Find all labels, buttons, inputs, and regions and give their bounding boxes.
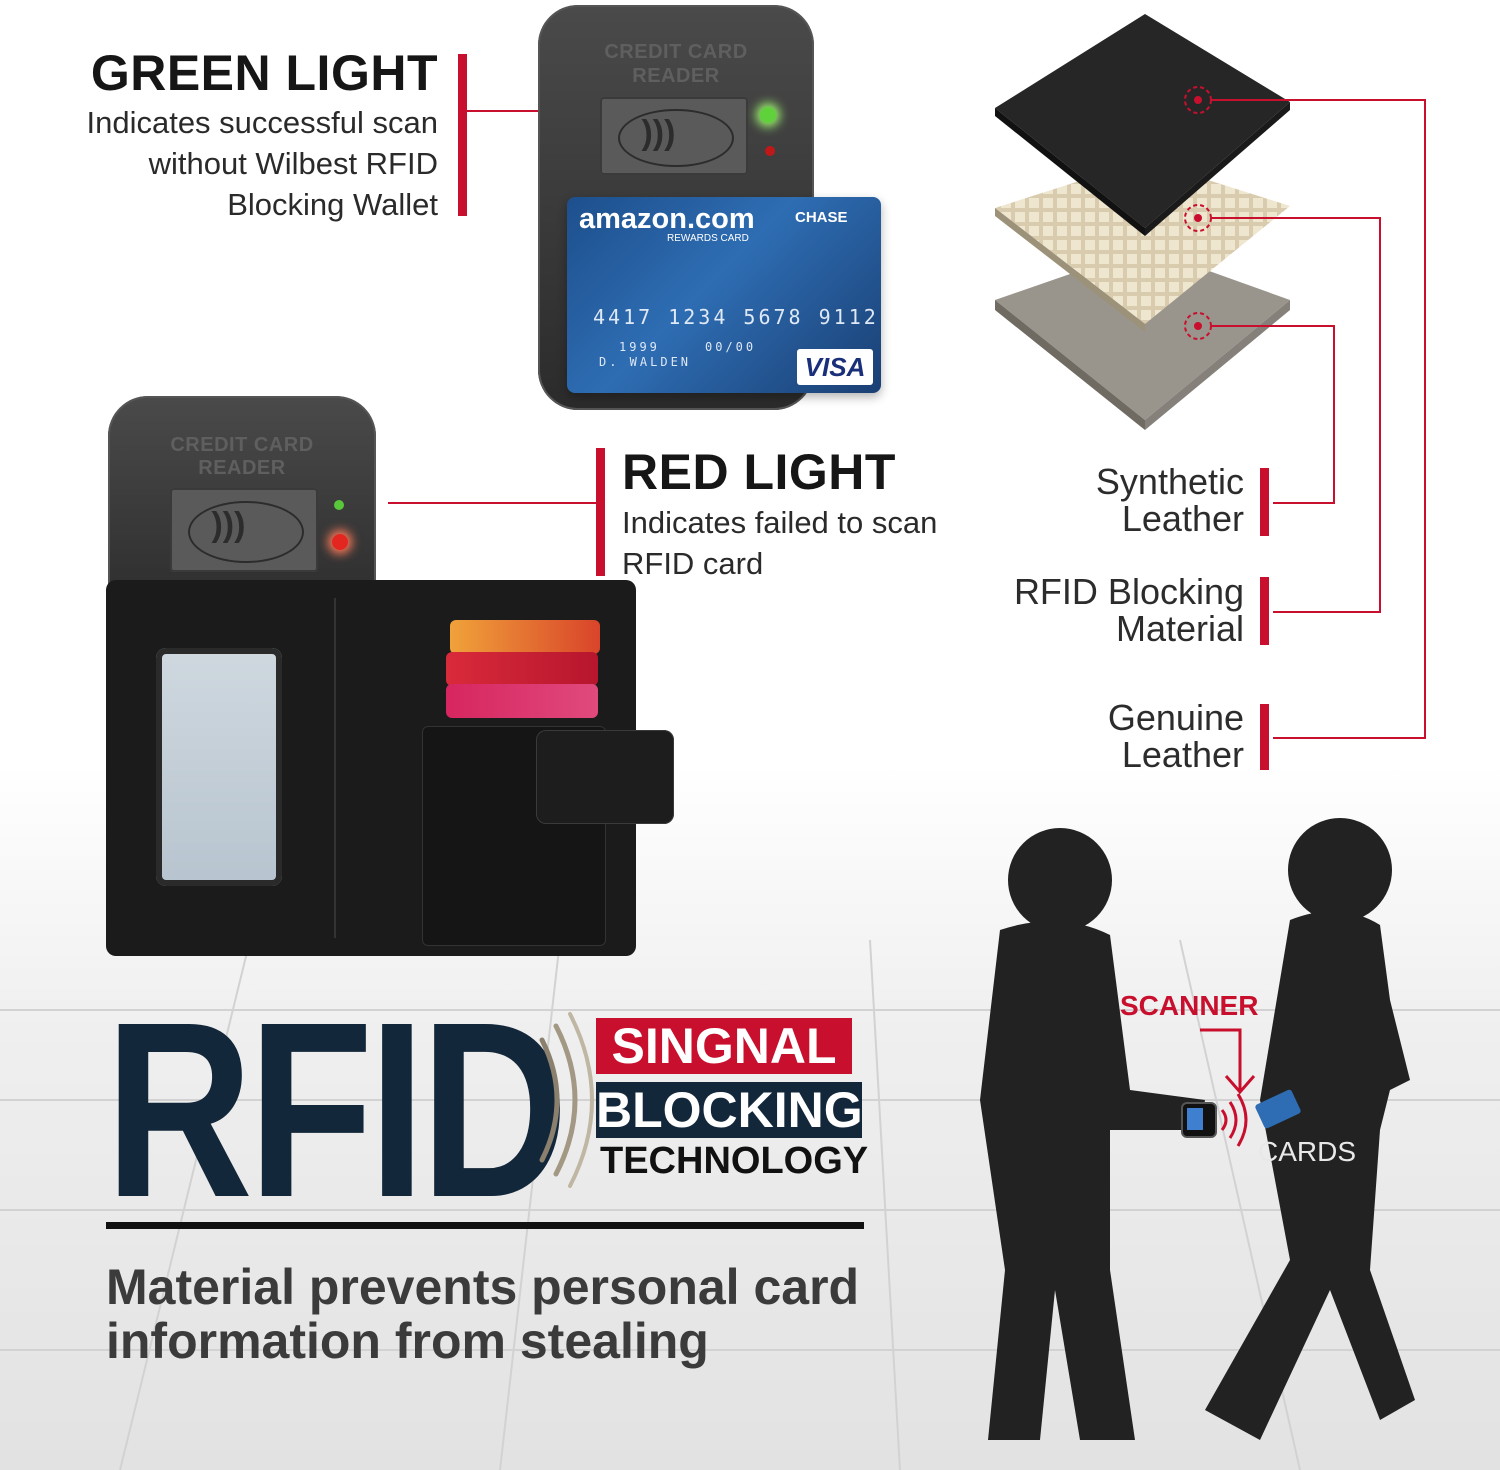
green-led-icon xyxy=(760,107,776,123)
green-light-heading: GREEN LIGHT xyxy=(90,45,438,101)
wallet-card-slot-1 xyxy=(450,620,600,654)
reader-top-label-1: CREDIT CARD xyxy=(604,41,748,63)
layer-label-genuine-leather: Genuine Leather xyxy=(944,699,1244,773)
green-light-description: Indicates successful scan without Wilbes… xyxy=(40,102,438,225)
reader-bottom-label-2: READER xyxy=(198,457,286,479)
card-holder: D. WALDEN xyxy=(599,355,692,369)
green-light-line-1: Indicates successful scan xyxy=(86,105,438,140)
card-member-since: 1999 xyxy=(619,340,660,354)
layer-bar-synthetic xyxy=(1260,468,1269,536)
card-brand: amazon.com xyxy=(579,203,755,235)
red-light-line-1: Indicates failed to scan xyxy=(622,505,938,540)
red-light-callout-line xyxy=(388,502,596,504)
reader-bottom-contactless-pad: ))) xyxy=(170,488,318,572)
victim-silhouette xyxy=(1205,818,1415,1440)
contactless-icon: ))) xyxy=(641,114,676,153)
layer-bar-rfid xyxy=(1260,577,1269,645)
cards-label: CARDS xyxy=(1258,1136,1357,1167)
layer-label-line: Genuine xyxy=(1107,697,1244,738)
reader-top-label-2: READER xyxy=(632,65,720,87)
blocking-tag: BLOCKING xyxy=(596,1082,863,1138)
wallet-snap-tab xyxy=(536,730,674,824)
red-led-icon xyxy=(332,534,348,550)
synthetic-leather-layer xyxy=(995,14,1290,236)
reader-bottom-label-1: CREDIT CARD xyxy=(170,434,314,456)
green-light-red-bar xyxy=(458,54,467,216)
red-light-description: Indicates failed to scan RFID card xyxy=(622,502,982,584)
layer-bar-genuine xyxy=(1260,704,1269,770)
signal-waves-icon xyxy=(539,1012,594,1188)
tagline: Material prevents personal card informat… xyxy=(106,1260,886,1368)
victim-card-icon xyxy=(1255,1089,1301,1129)
green-led-off-icon xyxy=(334,500,344,510)
green-light-line-2: without Wilbest RFID xyxy=(148,146,438,181)
layer-label-line: Leather xyxy=(1121,498,1244,539)
layer-label-line: Leather xyxy=(1121,734,1244,775)
layer-label-line: Material xyxy=(1115,608,1244,649)
pad-oval xyxy=(187,500,305,564)
scanner-signal-icon xyxy=(1220,1093,1248,1147)
visa-logo: VISA xyxy=(797,349,873,385)
card-good-thru: 00/00 xyxy=(705,340,757,354)
pad-oval xyxy=(617,108,735,168)
headline-divider xyxy=(106,1222,864,1229)
genuine-leather-layer xyxy=(995,248,1290,430)
layer-label-synthetic-leather: Synthetic Leather xyxy=(944,463,1244,537)
wallet-id-window xyxy=(156,648,282,886)
green-light-line-3: Blocking Wallet xyxy=(227,187,438,222)
rfid-headline: RFID xyxy=(105,970,569,1249)
tagline-line-2: information from stealing xyxy=(106,1313,709,1369)
card-issuer: CHASE xyxy=(795,209,848,226)
wallet-divider xyxy=(334,598,336,938)
reader-top-contactless-pad: ))) xyxy=(600,97,748,175)
card-subtitle: REWARDS CARD xyxy=(667,233,749,244)
wallet-card-slot-2 xyxy=(446,652,598,686)
credit-card-image: amazon.com REWARDS CARD CHASE 4417 1234 … xyxy=(567,197,881,393)
thief-silhouette xyxy=(980,828,1205,1440)
material-layers-diagram xyxy=(995,14,1426,739)
tagline-line-1: Material prevents personal card xyxy=(106,1259,860,1315)
scanner-device-icon xyxy=(1181,1102,1217,1138)
wallet-card-slot-3 xyxy=(446,684,598,718)
layer-label-line: RFID Blocking xyxy=(1013,571,1244,612)
rfid-blocking-material-layer xyxy=(995,160,1290,332)
red-light-line-2: RFID card xyxy=(622,546,764,581)
scanner-label: SCANNER xyxy=(1120,990,1259,1021)
red-led-off-icon xyxy=(765,146,775,156)
scanner-thief-silhouettes xyxy=(980,818,1415,1440)
contactless-icon: ))) xyxy=(211,506,246,545)
scanner-arrow-icon xyxy=(1200,1028,1256,1095)
card-number: 4417 1234 5678 9112 xyxy=(593,305,879,329)
red-light-red-bar xyxy=(596,448,605,576)
rfid-blocking-wallet-image xyxy=(106,580,674,956)
layer-label-rfid-blocking: RFID Blocking Material xyxy=(944,573,1244,647)
layer-label-line: Synthetic xyxy=(1095,461,1244,502)
red-light-heading: RED LIGHT xyxy=(622,444,896,500)
technology-label: TECHNOLOGY xyxy=(600,1140,869,1182)
signal-tag: SINGNAL xyxy=(596,1018,852,1074)
